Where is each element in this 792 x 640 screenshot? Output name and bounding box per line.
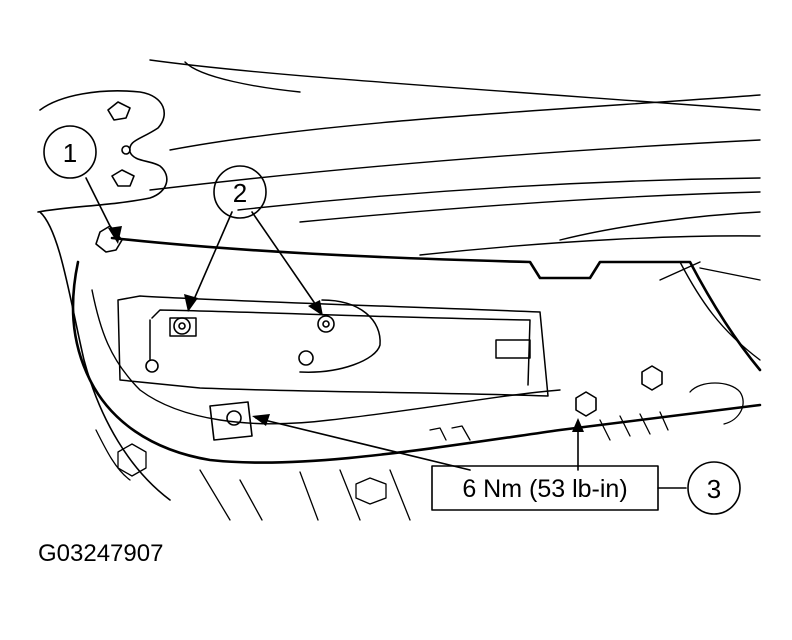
callout-2-label: 2: [233, 178, 247, 208]
torque-spec-box: [431, 465, 659, 511]
leader-lines: [85, 177, 687, 489]
trim-panel-outline: [39, 211, 762, 501]
vehicle-body-lines: [149, 59, 761, 256]
callout-circle: [43, 125, 97, 179]
screw-icon: [641, 365, 663, 391]
callout-3-label: 3: [707, 474, 721, 504]
lower-mechanism: [95, 382, 744, 521]
screw-icon: [173, 317, 191, 335]
pull-cup-recess: [117, 295, 549, 397]
figure-id: G03247907: [38, 540, 164, 567]
screw-icon: [145, 359, 159, 373]
screw-icon: [575, 391, 597, 417]
screw-icon: [209, 401, 253, 441]
torque-spec-text: 6 Nm (53 lb-in): [462, 475, 627, 503]
callout-circle: [687, 461, 741, 515]
fasteners: [145, 315, 663, 441]
screw-icon: [298, 350, 314, 366]
callout-circle: [213, 165, 267, 219]
callout-1-label: 1: [63, 138, 77, 168]
screw-icon: [317, 315, 335, 333]
upper-bracket: [37, 90, 168, 213]
arrowheads: [108, 226, 584, 432]
